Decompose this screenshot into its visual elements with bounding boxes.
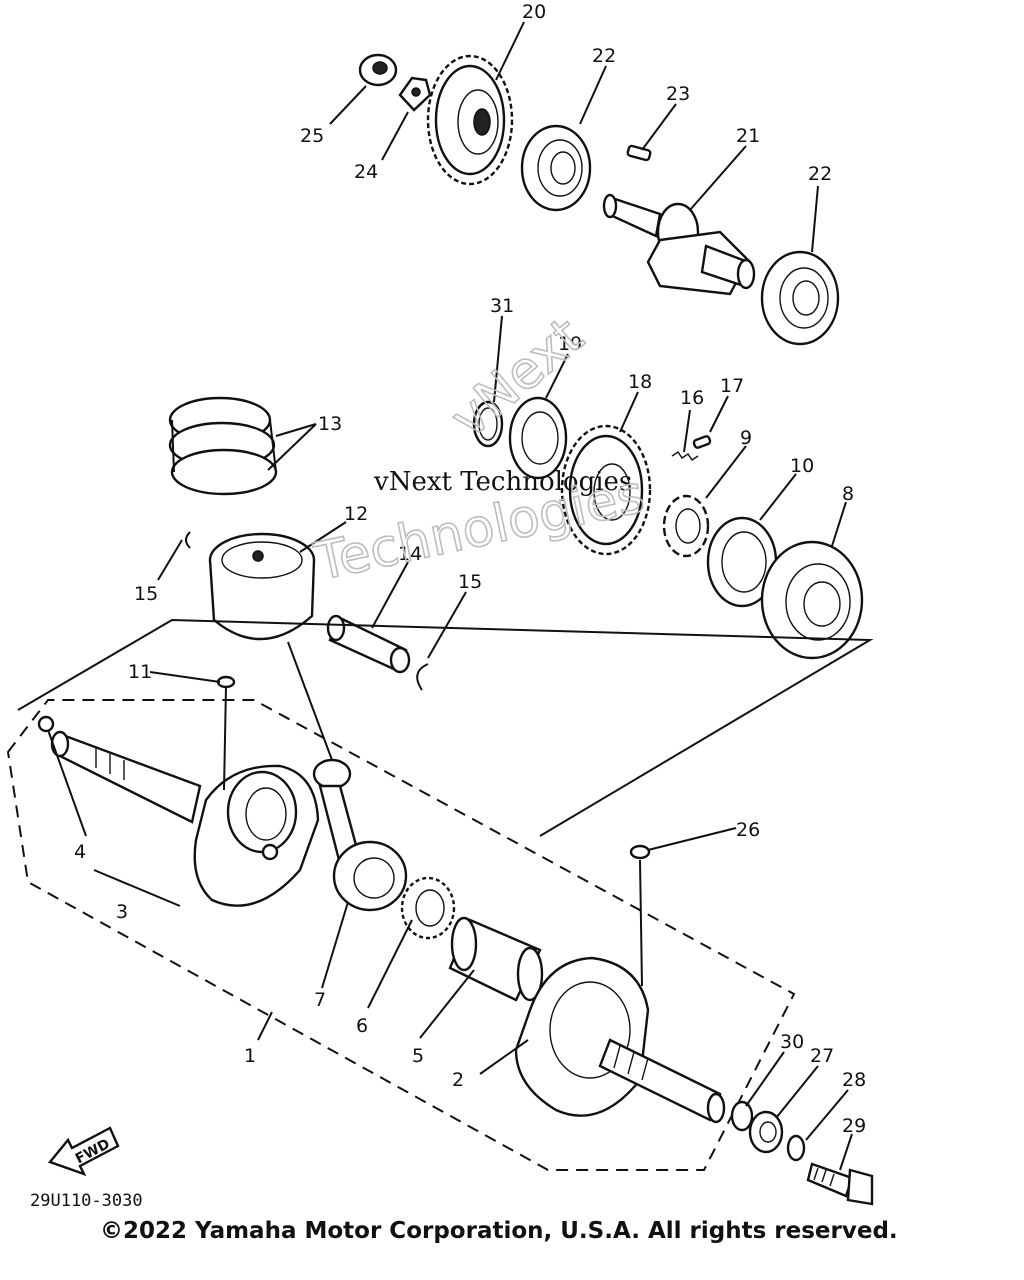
- assembly-outline-dashed: [6, 699, 796, 1171]
- leader-lines: [47, 21, 853, 1171]
- callout-23: 23: [666, 83, 690, 105]
- part-28-washer: [786, 1134, 806, 1162]
- callout-4: 4: [74, 841, 86, 863]
- part-18-gear: [560, 424, 652, 556]
- callout-24: 24: [354, 161, 378, 183]
- watermark-text: vNext Technologies: [373, 467, 632, 497]
- part-16-spring: [671, 451, 699, 461]
- callout-6: 6: [356, 1015, 368, 1037]
- part-25-nut: [358, 53, 398, 87]
- callout-20: 20: [522, 1, 546, 23]
- part-31-circlip: [472, 400, 504, 448]
- fwd-arrow-icon: FWD: [47, 1126, 120, 1177]
- part-8-bearing: [760, 540, 864, 660]
- part-7-connecting-rod: [312, 758, 408, 912]
- part-30-o-ring: [730, 1100, 754, 1132]
- callout-16: 16: [680, 387, 704, 409]
- part-22-bearing-upper: [520, 124, 592, 212]
- callout-7: 7: [314, 989, 326, 1011]
- part-13-piston-rings: [168, 396, 278, 496]
- callout-28: 28: [842, 1069, 866, 1091]
- part-14-piston-pin: [326, 614, 411, 674]
- callout-22-lower: 22: [808, 163, 832, 185]
- part-5-crank-pin: [448, 916, 544, 1002]
- callout-25: 25: [300, 125, 324, 147]
- callout-11: 11: [128, 661, 152, 683]
- part-20-gear: [426, 54, 514, 186]
- callout-21: 21: [736, 125, 760, 147]
- part-12-piston: [208, 532, 316, 641]
- part-26-key: [629, 844, 651, 860]
- assembly-outline-solid: [17, 618, 874, 837]
- callout-9: 9: [740, 427, 752, 449]
- callout-10: 10: [790, 455, 814, 477]
- callout-18: 18: [628, 371, 652, 393]
- callout-27: 27: [810, 1045, 834, 1067]
- callout-3: 3: [116, 901, 128, 923]
- part-23-key: [626, 144, 652, 162]
- callout-2: 2: [452, 1069, 464, 1091]
- callout-labels: 20 22 23 21 22 25 24 31 19 18 16 17 9 10…: [74, 1, 866, 1137]
- callout-15-left: 15: [134, 583, 158, 605]
- callout-22-upper: 22: [592, 45, 616, 67]
- callout-29: 29: [842, 1115, 866, 1137]
- copyright-notice: ©2022 Yamaha Motor Corporation, U.S.A. A…: [100, 1218, 898, 1244]
- drawing-code: 29U110-3030: [30, 1191, 143, 1211]
- part-3-crank-left: [50, 730, 320, 907]
- callout-30: 30: [780, 1031, 804, 1053]
- callout-17: 17: [720, 375, 744, 397]
- part-17-pin: [692, 435, 712, 449]
- callout-8: 8: [842, 483, 854, 505]
- callout-1: 1: [244, 1045, 256, 1067]
- part-2-crank-right: [514, 956, 726, 1124]
- callout-5: 5: [412, 1045, 424, 1067]
- callout-31: 31: [490, 295, 514, 317]
- part-27-spacer: [748, 1110, 784, 1154]
- callout-15-right: 15: [458, 571, 482, 593]
- part-15-clip-left: [185, 531, 191, 549]
- part-22-bearing-lower: [760, 250, 840, 346]
- callout-14: 14: [398, 543, 422, 565]
- callout-13: 13: [318, 413, 342, 435]
- part-6-needle-bearing: [400, 876, 456, 940]
- part-15-clip-right: [416, 663, 429, 691]
- part-11-key: [216, 675, 236, 689]
- part-4-ball: [37, 715, 55, 733]
- part-21-balancer-shaft: [602, 193, 756, 296]
- part-9-nut: [662, 494, 710, 558]
- callout-12: 12: [344, 503, 368, 525]
- part-29-bolt: [806, 1162, 874, 1206]
- part-24-lock-washer: [398, 76, 432, 112]
- part-19-plate: [508, 396, 568, 480]
- callout-19: 19: [558, 333, 582, 355]
- callout-26: 26: [736, 819, 760, 841]
